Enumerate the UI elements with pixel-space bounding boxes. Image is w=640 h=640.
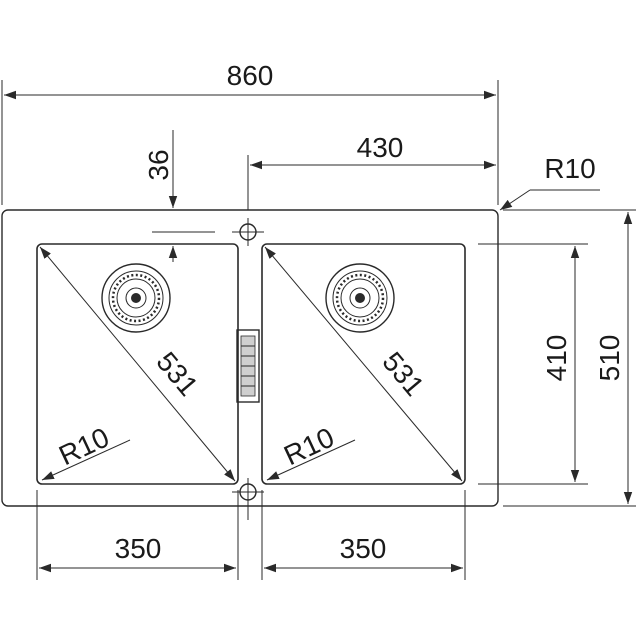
left-diagonal-label: 531 xyxy=(150,346,204,402)
drain-offset-label: 36 xyxy=(143,149,174,180)
outer-radius-label: R10 xyxy=(544,153,595,184)
overall-width-label: 860 xyxy=(227,60,274,91)
overflow-slot xyxy=(236,329,260,403)
right-bowl xyxy=(261,243,466,485)
right-drain xyxy=(325,263,395,333)
overall-depth-label: 510 xyxy=(594,335,625,382)
right-bowl-width-label: 350 xyxy=(340,533,387,564)
left-diagonal-dim-line xyxy=(39,246,236,482)
left-bowl-width-label: 350 xyxy=(115,533,162,564)
bottom-tap-hole xyxy=(232,478,264,520)
right-radius-label: R10 xyxy=(279,421,339,471)
right-diagonal-label: 531 xyxy=(376,346,430,402)
left-bowl xyxy=(36,243,239,485)
left-radius-label: R10 xyxy=(54,421,114,471)
center-width-label: 430 xyxy=(357,132,404,163)
top-tap-hole xyxy=(232,218,264,246)
left-drain xyxy=(101,263,171,333)
left-radius-arrow xyxy=(41,439,131,481)
sink-outline xyxy=(1,209,499,507)
right-radius-arrow xyxy=(266,439,356,481)
outer-radius-arrow xyxy=(499,189,531,211)
bowl-depth-label: 410 xyxy=(541,335,572,382)
right-diagonal-dim-line xyxy=(264,246,463,482)
